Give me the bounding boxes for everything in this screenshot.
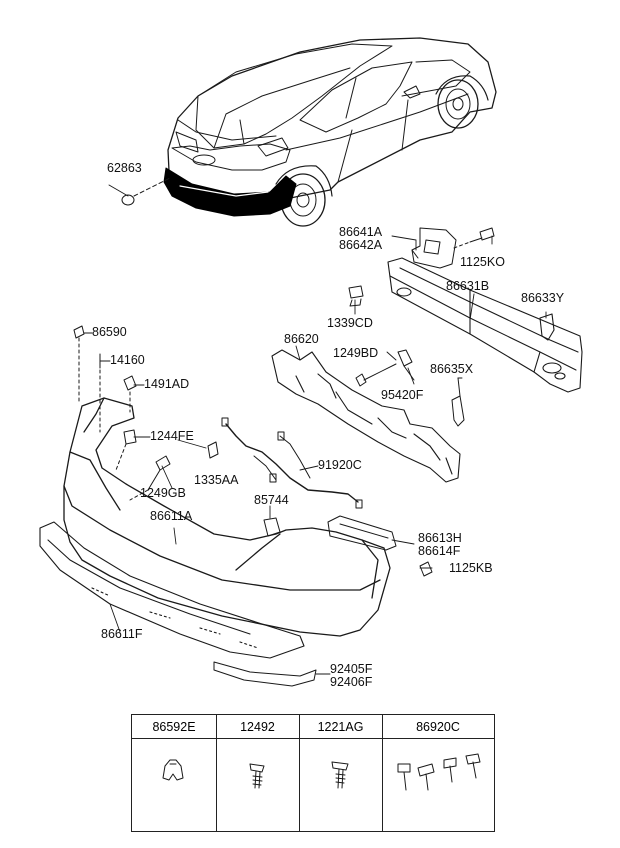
part-86613H-reflector bbox=[327, 515, 433, 577]
callout-1125KO[interactable]: 1125KO bbox=[460, 255, 505, 269]
callout-1335AA[interactable]: 1335AA bbox=[194, 473, 239, 487]
part-86611A-bumper-cover bbox=[63, 397, 391, 637]
part-62863-plug bbox=[121, 177, 171, 206]
callout-92405F-92406F[interactable]: 92405F 92406F bbox=[330, 663, 372, 689]
legend-header-12492[interactable]: 12492 bbox=[216, 715, 299, 739]
callout-62863[interactable]: 62863 bbox=[107, 161, 142, 175]
callout-86641A-86642A[interactable]: 86641A 86642A bbox=[339, 226, 382, 252]
callout-1125KB[interactable]: 1125KB bbox=[449, 561, 493, 575]
callout-92405F[interactable]: 92405F bbox=[330, 662, 373, 676]
callout-1491AD[interactable]: 1491AD bbox=[144, 377, 190, 391]
part-86620-absorber bbox=[271, 349, 461, 483]
callout-1249GB[interactable]: 1249GB bbox=[140, 486, 186, 500]
callout-86590[interactable]: 86590 bbox=[92, 325, 127, 339]
callout-86611A[interactable]: 86611A bbox=[150, 509, 193, 523]
callout-14160[interactable]: 14160 bbox=[110, 353, 145, 367]
callout-86633Y[interactable]: 86633Y bbox=[521, 291, 565, 305]
part-86641A-bracket bbox=[411, 227, 495, 269]
screw-icon bbox=[249, 763, 265, 789]
callout-86642A[interactable]: 86642A bbox=[339, 238, 383, 252]
part-86631B-rear-beam bbox=[387, 257, 583, 393]
legend-divider bbox=[299, 715, 300, 831]
screw-icon bbox=[331, 761, 349, 789]
callout-92406F[interactable]: 92406F bbox=[330, 675, 373, 689]
part-86635X-bracket bbox=[451, 377, 465, 427]
callout-86641A[interactable]: 86641A bbox=[339, 225, 383, 239]
legend-divider bbox=[216, 715, 217, 831]
part-86611F-diffuser bbox=[39, 521, 305, 659]
callout-86635X[interactable]: 86635X bbox=[430, 362, 474, 376]
callout-86611F[interactable]: 86611F bbox=[101, 627, 143, 641]
callout-91920C[interactable]: 91920C bbox=[318, 458, 362, 472]
leader-lines bbox=[83, 184, 547, 675]
car-illustration bbox=[163, 37, 497, 227]
legend-header-86592E[interactable]: 86592E bbox=[132, 715, 216, 739]
screw-set-icon bbox=[397, 753, 481, 791]
legend-header-1221AG[interactable]: 1221AG bbox=[299, 715, 382, 739]
callout-86614F[interactable]: 86614F bbox=[418, 544, 461, 558]
callout-1249BD[interactable]: 1249BD bbox=[333, 346, 379, 360]
part-1339CD-nut bbox=[348, 285, 364, 307]
fastener-legend-table: 86592E 12492 1221AG 86920C bbox=[131, 714, 495, 832]
part-1249BD-bolt bbox=[355, 349, 415, 387]
callout-86631B[interactable]: 86631B bbox=[446, 279, 490, 293]
callout-85744[interactable]: 85744 bbox=[254, 493, 289, 507]
part-92405F-strip bbox=[213, 661, 317, 687]
callout-86613H[interactable]: 86613H bbox=[418, 531, 462, 545]
callout-95420F[interactable]: 95420F bbox=[381, 388, 424, 402]
legend-divider bbox=[382, 715, 383, 831]
legend-header-86920C[interactable]: 86920C bbox=[382, 715, 494, 739]
callout-86620[interactable]: 86620 bbox=[284, 332, 319, 346]
callout-1339CD[interactable]: 1339CD bbox=[327, 316, 373, 330]
callout-86613H-86614F[interactable]: 86613H 86614F bbox=[418, 532, 462, 558]
clip-nut-icon bbox=[162, 759, 184, 781]
part-85744-bracket bbox=[263, 517, 281, 537]
callout-1244FE[interactable]: 1244FE bbox=[150, 429, 194, 443]
